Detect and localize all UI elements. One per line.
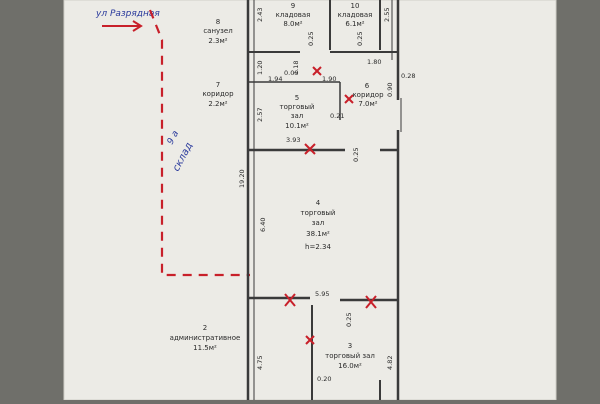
room-8-name: санузел (203, 27, 232, 35)
arrow-right-icon (102, 20, 143, 32)
room-4-area: 38.1м² (306, 230, 330, 238)
room-3-name: торговый зал (325, 352, 375, 360)
dim-5-95: 5.95 (315, 290, 329, 298)
room-4-name-2: зал (312, 219, 325, 227)
red-x-marks (284, 66, 377, 345)
room-6-number: 6 (365, 82, 370, 90)
plan-walls (246, 0, 400, 400)
dim-3-93: 3.93 (286, 136, 300, 144)
room-2-number: 2 (203, 324, 207, 332)
dim-0-25-b: 0.25 (356, 32, 364, 46)
room-4-height: h=2.34 (305, 243, 331, 251)
room-5-name-2: зал (291, 112, 304, 120)
room-7-area: 2.2м² (208, 100, 227, 108)
red-dashed-boundary (148, 9, 250, 277)
dim-0-21: 0.21 (330, 112, 344, 120)
room-2-area: 11.5м² (193, 344, 217, 352)
dim-2-43: 2.43 (256, 8, 264, 22)
paper-sheet (64, 0, 556, 400)
dim-0-20: 0.20 (317, 375, 331, 383)
dim-2-55: 2.55 (383, 8, 391, 22)
room-7-number: 7 (216, 81, 220, 89)
room-8-area: 2.3м² (208, 37, 227, 45)
room-10-area: 6.1м² (345, 20, 364, 28)
dim-0-28: 0.28 (401, 72, 415, 80)
dim-4-75: 4.75 (256, 356, 264, 370)
dim-19-20: 19.20 (238, 169, 246, 188)
dim-1-90: 1.90 (322, 75, 336, 83)
dim-0-90: 0.90 (386, 83, 394, 97)
room-5-area: 10.1м² (285, 122, 309, 130)
handwritten-street-note: ул Разрядная (95, 9, 160, 19)
dim-2-57: 2.57 (256, 108, 264, 122)
room-9-area: 8.0м² (283, 20, 302, 28)
dim-0-25-a: 0.25 (307, 32, 315, 46)
dim-0-25-d: 0.25 (345, 313, 353, 327)
room-2-name: административное (170, 334, 241, 342)
dim-0-25-c: 0.25 (352, 148, 360, 162)
room-10-name: кладовая (338, 11, 373, 19)
room-7-name: коридор (202, 90, 234, 98)
room-6-name: коридор (352, 91, 384, 99)
room-5-name-1: торговый (280, 103, 315, 111)
room-4-number: 4 (316, 199, 321, 207)
dimension-labels: 2.43 0.25 0.25 2.55 1.80 0.28 1.20 0.09 … (238, 8, 415, 383)
room-4-name-1: торговый (301, 209, 336, 217)
room-10-number: 10 (351, 2, 360, 10)
dim-1-18: 1.18 (292, 61, 300, 75)
room-labels: 9 кладовая 8.0м² 10 кладовая 6.1м² 8 сан… (170, 2, 384, 370)
room-9-number: 9 (291, 2, 295, 10)
room-3-area: 16.0м² (338, 362, 362, 370)
dim-0-09: 0.09 (284, 69, 298, 77)
dim-1-80-a: 1.80 (367, 58, 381, 66)
room-9-name: кладовая (276, 11, 311, 19)
room-3-number: 3 (348, 342, 352, 350)
dim-4-82: 4.82 (386, 356, 394, 370)
dim-6-40: 6.40 (259, 218, 267, 232)
room-8-number: 8 (216, 18, 220, 26)
dim-1-94: 1.94 (268, 75, 282, 83)
room-5-number: 5 (295, 94, 299, 102)
room-6-area: 7.0м² (358, 100, 377, 108)
dim-1-20: 1.20 (256, 61, 264, 75)
